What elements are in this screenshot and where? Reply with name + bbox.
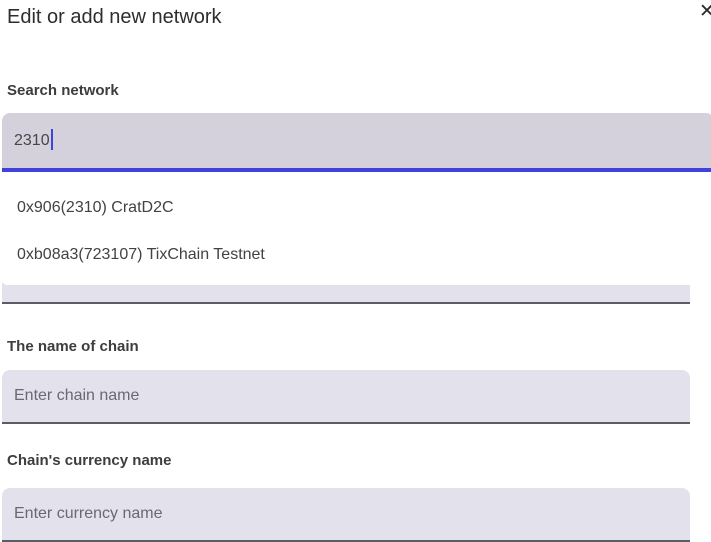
- chain-name-input[interactable]: [2, 370, 690, 424]
- search-network-input[interactable]: 2310: [2, 113, 711, 172]
- search-result-item[interactable]: 0xb08a3(723107) TixChain Testnet: [17, 246, 265, 263]
- text-caret: [50, 129, 53, 151]
- currency-name-input[interactable]: [2, 488, 690, 542]
- page-title: Edit or add new network: [7, 6, 222, 28]
- search-result-item[interactable]: 0x906(2310) CratD2C: [17, 199, 174, 216]
- search-network-label: Search network: [7, 82, 119, 99]
- close-icon[interactable]: ✕: [699, 1, 711, 22]
- chain-name-label: The name of chain: [7, 338, 139, 355]
- search-network-value: 2310: [14, 132, 50, 149]
- search-results-dropdown: 0x906(2310) CratD2C 0xb08a3(723107) TixC…: [0, 172, 711, 285]
- currency-name-label: Chain's currency name: [7, 452, 172, 469]
